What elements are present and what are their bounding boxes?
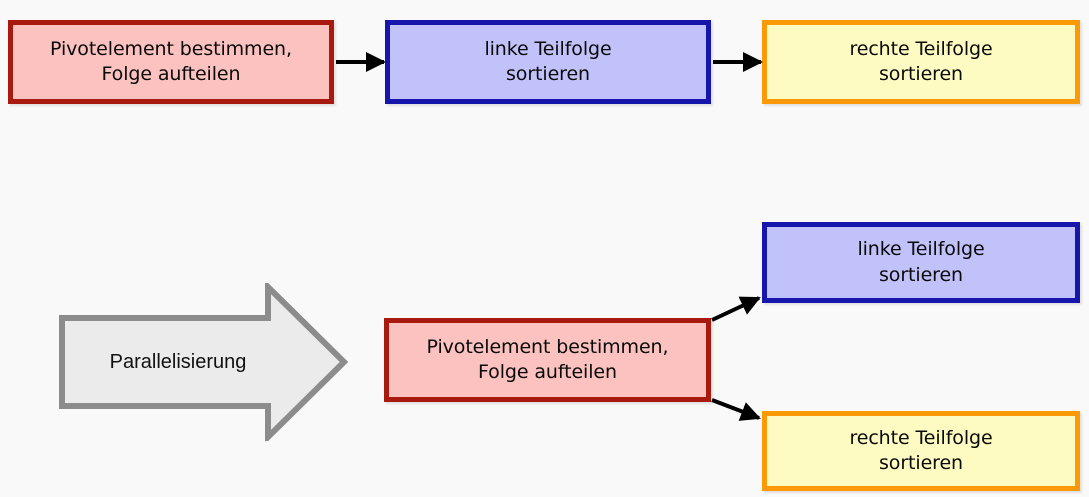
node-label-line2: sortieren: [879, 263, 963, 286]
node-label-line2: sortieren: [879, 452, 963, 474]
connector-par-pivot-to-right: [711, 398, 761, 421]
parallelisierung-block-arrow: Parallelisierung: [58, 279, 349, 445]
node-label-line2: sortieren: [879, 63, 963, 85]
node-label-line2: Folge aufteilen: [478, 361, 617, 383]
connector-par-pivot-to-left: [711, 296, 761, 322]
node-label-line2: Folge aufteilen: [101, 63, 241, 85]
node-label-line1: linke Teilfolge: [484, 37, 612, 60]
block-arrow-polygon: [59, 279, 349, 445]
node-label-line1: rechte Teilfolge: [849, 37, 993, 60]
node-sequential-pivot[interactable]: Pivotelement bestimmen, Folge aufteilen: [8, 20, 334, 104]
parallelisierung-label: Parallelisierung: [109, 350, 247, 373]
node-parallel-pivot[interactable]: Pivotelement bestimmen, Folge aufteilen: [384, 318, 711, 402]
node-label-line1: linke Teilfolge: [857, 238, 985, 261]
block-arrow-shape: [59, 279, 349, 445]
node-label-line1: Pivotelement bestimmen,: [50, 37, 292, 60]
node-label-line1: Pivotelement bestimmen,: [426, 335, 669, 358]
node-label-line2: sortieren: [506, 63, 590, 85]
node-sequential-right-subsequence[interactable]: rechte Teilfolge sortieren: [762, 20, 1080, 104]
node-parallel-left-subsequence[interactable]: linke Teilfolge sortieren: [762, 222, 1080, 303]
node-sequential-left-subsequence[interactable]: linke Teilfolge sortieren: [385, 20, 711, 104]
node-parallel-right-subsequence[interactable]: rechte Teilfolge sortieren: [762, 411, 1080, 491]
node-label-line1: rechte Teilfolge: [849, 426, 993, 449]
